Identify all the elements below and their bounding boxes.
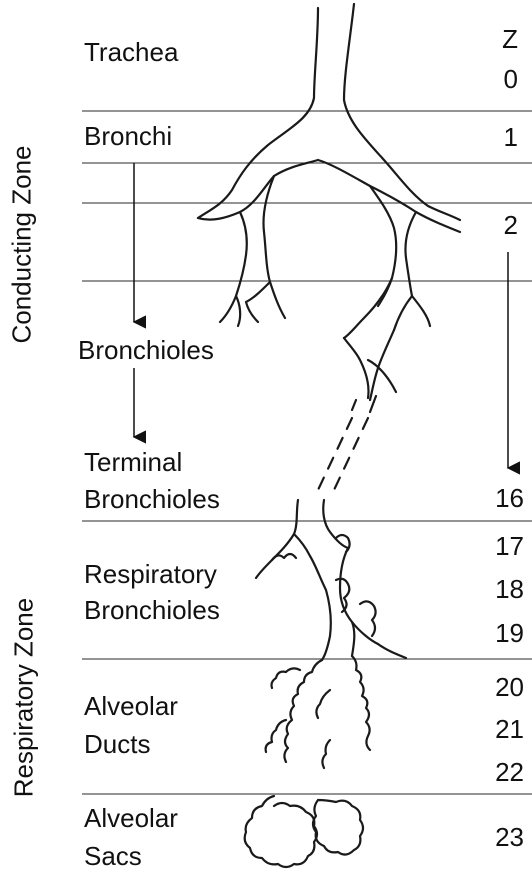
generation-0: 0 [478, 64, 518, 94]
bronchiole-dashed [318, 418, 352, 490]
generation-2: 2 [478, 210, 518, 240]
bronchi-shape [318, 160, 460, 232]
generation-23: 23 [484, 822, 524, 852]
bronchi-shape [220, 212, 247, 322]
bronchi-shape [378, 278, 392, 306]
generation-19: 19 [484, 618, 524, 648]
terminal-bronchioles-label-line2: Bronchioles [84, 481, 220, 517]
respiratory-bronchioles-label-line2: Bronchioles [84, 592, 220, 628]
bronchi-shape [394, 296, 412, 330]
respiratory-bronchiole-shape [378, 644, 406, 658]
bronchiole-shape [344, 338, 369, 398]
bronchi-shape [198, 160, 318, 220]
conducting-zone-label: Conducting Zone [7, 135, 38, 355]
generation-17: 17 [484, 531, 524, 561]
flow-arrows [134, 163, 508, 468]
generation-header: Z [478, 24, 518, 54]
alveolar-duct-shape [266, 668, 330, 768]
alveolar-ducts-label-line2: Ducts [84, 726, 150, 762]
alveolar-sac-shape [313, 800, 363, 855]
generation-20: 20 [484, 672, 524, 702]
alveolar-ducts-label-line1: Alveolar [84, 688, 178, 724]
bronchiole-dashed [334, 418, 368, 490]
bronchi-label: Bronchi [84, 118, 172, 154]
trachea-shape [198, 8, 318, 218]
bronchi-shape [263, 176, 285, 318]
respiratory-bronchioles-label-line1: Respiratory [84, 556, 217, 592]
bronchiole-shape [352, 400, 356, 410]
respiratory-bronchiole-shape [352, 622, 354, 656]
terminal-bronchiole-shape [323, 500, 348, 548]
bronchi-shape [246, 282, 270, 322]
generation-21: 21 [484, 714, 524, 744]
bronchi-shape [236, 296, 240, 326]
alveolar-sac-shape [245, 796, 317, 867]
terminal-bronchiole-shape [256, 500, 298, 578]
generation-16: 16 [484, 483, 524, 513]
generation-1: 1 [478, 122, 518, 152]
bronchioles-label: Bronchioles [78, 332, 214, 368]
bronchiole-shape [370, 330, 394, 400]
respiratory-bronchiole-shape [294, 534, 331, 660]
alveolar-sacs-label-line1: Alveolar [84, 800, 178, 836]
alveolar-duct-shape [352, 656, 370, 750]
airway-tree [198, 4, 460, 867]
terminal-bronchioles-label-line1: Terminal [84, 444, 182, 480]
generation-18: 18 [484, 574, 524, 604]
respiratory-zone-label: Respiratory Zone [9, 583, 40, 813]
bronchi-shape [405, 212, 430, 326]
bronchi-shape [344, 186, 396, 338]
trachea-shape [344, 4, 460, 220]
trachea-label: Trachea [84, 34, 178, 70]
generation-22: 22 [484, 757, 524, 787]
